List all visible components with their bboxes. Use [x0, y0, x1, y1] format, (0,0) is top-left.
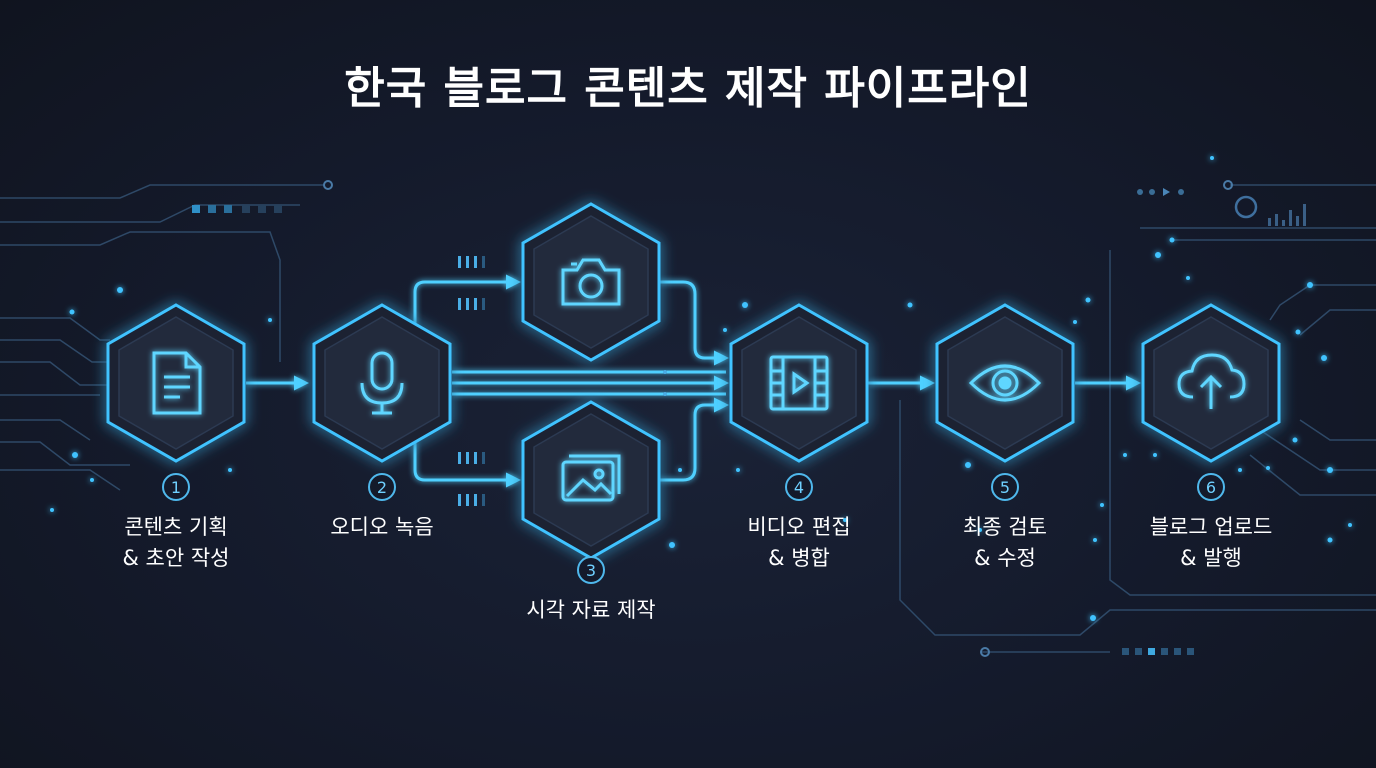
- flow-connectors: [246, 274, 1141, 488]
- step-number-2: 2: [377, 478, 387, 497]
- node-6: [1141, 303, 1281, 463]
- step-label-4: 비디오 편집 & 병합: [689, 512, 909, 574]
- step-label-5-line-2: & 수정: [974, 546, 1036, 570]
- step-label-6-line-2: & 발행: [1180, 546, 1242, 570]
- flow-tick-marks: [458, 256, 667, 506]
- connector-3top-4: [658, 280, 729, 366]
- step-label-1-line-2: & 초안 작성: [122, 546, 230, 570]
- step-label-5: 최종 검토 & 수정: [895, 512, 1115, 574]
- step-number-1: 1: [171, 478, 181, 497]
- connector-3bottom-4: [658, 397, 729, 482]
- step-label-5-line-1: 최종 검토: [963, 515, 1047, 539]
- connector-2-3-top: [413, 274, 521, 330]
- circuit-traces-left: [0, 184, 325, 491]
- step-label-4-line-2: & 병합: [768, 546, 830, 570]
- step-label-1: 콘텐츠 기획 & 초안 작성: [66, 512, 286, 574]
- step-number-5: 5: [1000, 478, 1010, 497]
- step-label-6-line-1: 블로그 업로드: [1149, 515, 1273, 539]
- image-icon: [561, 454, 621, 502]
- step-label-2-line-1: 오디오 녹음: [330, 515, 434, 539]
- step-number-6: 6: [1206, 478, 1216, 497]
- step-number-4: 4: [794, 478, 804, 497]
- decor-squares-left: [192, 180, 333, 213]
- connector-2-3-bottom: [413, 440, 521, 488]
- step-label-6: 블로그 업로드 & 발행: [1101, 512, 1321, 574]
- decor-top-right: [1137, 180, 1306, 226]
- document-icon: [152, 351, 202, 415]
- film-strip-icon: [769, 355, 829, 411]
- step-label-4-line-1: 비디오 편집: [747, 515, 851, 539]
- step-label-3: 시각 자료 제작: [481, 595, 701, 626]
- camera-icon: [561, 258, 621, 306]
- node-3-top: [521, 202, 661, 362]
- node-4: [729, 303, 869, 463]
- step-label-2: 오디오 녹음: [272, 512, 492, 543]
- circuit-traces-right: [899, 184, 1376, 653]
- node-5: [935, 303, 1075, 463]
- step-label-3-line-1: 시각 자료 제작: [526, 598, 656, 622]
- node-1: [106, 303, 246, 463]
- node-2: [312, 303, 452, 463]
- step-number-3: 3: [586, 561, 596, 580]
- step-number-badges: [162, 473, 1225, 584]
- page-title: 한국 블로그 콘텐츠 제작 파이프라인: [344, 63, 1032, 114]
- eye-icon: [968, 364, 1042, 402]
- step-number-texts: 1 2 3 4 5 6: [171, 478, 1216, 580]
- particles: [50, 156, 1352, 621]
- cloud-upload-icon: [1177, 353, 1246, 409]
- node-3-bottom: [521, 400, 661, 560]
- microphone-icon: [360, 351, 404, 415]
- decor-squares-bottom-right: [980, 647, 1194, 657]
- step-label-1-line-1: 콘텐츠 기획: [124, 515, 228, 539]
